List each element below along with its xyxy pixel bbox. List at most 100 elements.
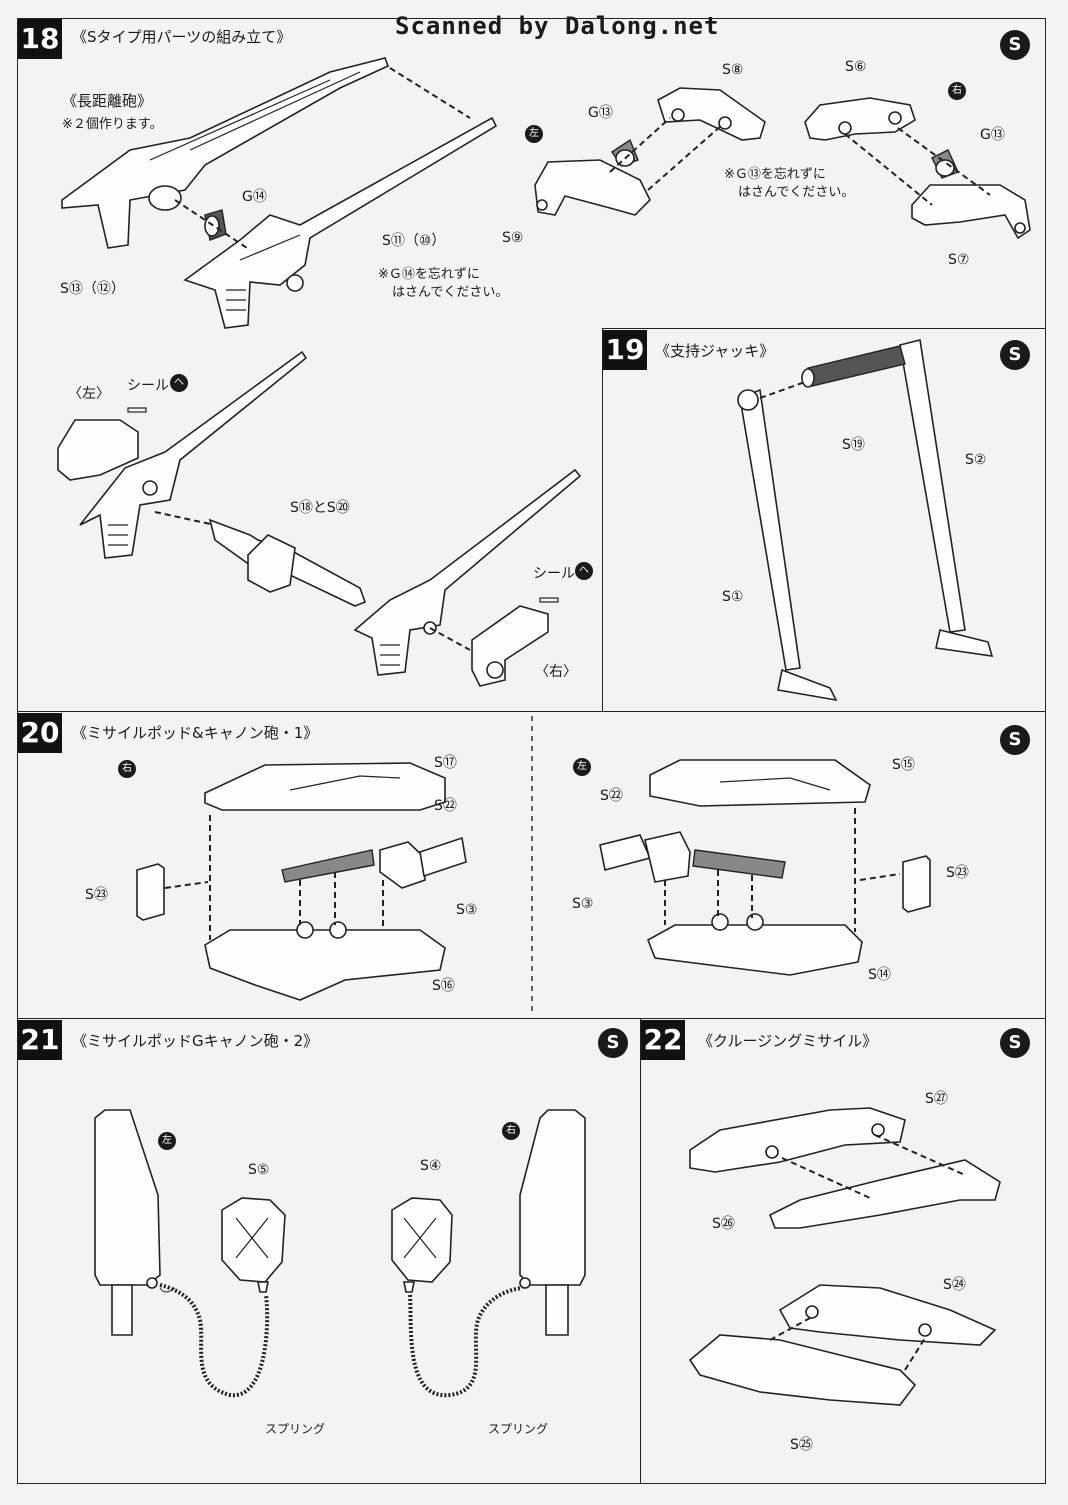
cannon-assembly-right: [353, 468, 582, 676]
s9-mount: [534, 159, 651, 216]
seal-mark-left: [127, 407, 147, 413]
label-left-paren: 〈左〉: [68, 386, 110, 402]
note-g13-line2: はさんでください。: [738, 185, 855, 200]
side-marker-left-21: 左: [158, 1132, 176, 1150]
label-s23-right: S㉓: [946, 865, 969, 881]
label-s7: S⑦: [948, 252, 970, 268]
s6-mount: [804, 97, 916, 141]
label-s3-right: S③: [572, 896, 594, 912]
label-s24: S㉔: [943, 1277, 966, 1293]
side-marker-right-21: 右: [502, 1122, 520, 1140]
s26-missile-half: [768, 1159, 1001, 1229]
right-cover-part: [471, 605, 549, 687]
step-title-22: 《クルージングミサイル》: [698, 1032, 878, 1050]
arrow-g14: [174, 199, 251, 251]
label-s27: S㉗: [925, 1091, 948, 1107]
s27-missile-half: [689, 1107, 906, 1173]
s-type-badge-19: S: [1000, 340, 1030, 370]
g14-clip: [204, 209, 227, 241]
seal-mark-badge-right: へ: [575, 562, 593, 580]
label-s4: S④: [420, 1158, 442, 1174]
label-s8: S⑧: [722, 62, 744, 78]
subtitle-long-range-cannon: 《長距離砲》: [62, 92, 153, 110]
arrow-s6-s7: [844, 127, 991, 206]
arrow-s20-right: [854, 808, 901, 932]
arrow-s20-right-pins: [664, 870, 753, 925]
spring-left: [159, 1283, 270, 1398]
arrow-right-cover: [429, 627, 471, 651]
label-s17: S⑰: [434, 755, 457, 771]
label-spring-right: スプリング: [488, 1422, 549, 1436]
label-s11-10: S⑪（⑩）: [382, 233, 446, 249]
label-s19: S⑲: [842, 437, 865, 453]
label-s16: S⑯: [432, 978, 455, 994]
spring-right: [408, 1286, 523, 1398]
s22-connector-left: [281, 849, 375, 883]
side-marker-left-18: 左: [525, 125, 543, 143]
step-title-18: 《Sタイプ用パーツの組み立て》: [72, 28, 292, 46]
label-right-paren: 〈右〉: [535, 664, 577, 680]
step-number-19: 19: [603, 330, 647, 370]
label-s23-left: S㉓: [85, 887, 108, 903]
arrow-s19: [759, 381, 806, 399]
note-make-two: ※２個作ります。: [62, 117, 163, 132]
cannon-assembly-left: [57, 350, 308, 559]
g13-clip-left: [611, 138, 639, 167]
s14-bottom-shell: [647, 913, 863, 976]
s5-pod: [221, 1197, 286, 1293]
step-number-22: 22: [641, 1020, 685, 1060]
left-launcher: [94, 1109, 161, 1336]
s15-top-shell: [649, 759, 871, 807]
step-number-21: 21: [18, 1020, 62, 1060]
s8-mount: [657, 87, 766, 141]
scan-credit: Scanned by Dalong.net: [395, 12, 720, 40]
step-title-19: 《支持ジャッキ》: [655, 342, 775, 360]
s16-bottom-shell: [204, 921, 446, 1001]
label-g13: G⑬: [588, 105, 613, 121]
label-s15: S⑮: [892, 757, 915, 773]
note-g14-line2: はさんでください。: [392, 285, 509, 300]
s17-top-shell: [204, 762, 446, 811]
arrow-s24-s25: [769, 1317, 926, 1371]
label-spring-left: スプリング: [265, 1422, 326, 1436]
s23-block-right: [902, 855, 931, 913]
s11-cannon-half: [183, 116, 498, 329]
s1-leg: [737, 388, 838, 702]
label-s25: S㉕: [790, 1437, 813, 1453]
right-launcher: [519, 1109, 586, 1336]
s7-mount: [911, 184, 1031, 240]
label-s14: S⑭: [868, 967, 891, 983]
label-g14: G⑭: [242, 189, 267, 205]
note-g14-line1: ※Ｇ⑭を忘れずに: [378, 267, 480, 282]
label-s18-s20: S⑱とS⑳: [290, 500, 350, 516]
s22-connector-right: [692, 849, 786, 879]
arrow-s20-left-pins: [299, 872, 384, 930]
panel-step-22: [640, 1018, 1046, 1484]
s3-pod-left: [379, 836, 467, 889]
s23-block-left: [136, 863, 165, 921]
label-s2: S②: [965, 452, 987, 468]
s-type-badge-22: S: [1000, 1028, 1030, 1058]
step-number-18: 18: [18, 19, 62, 59]
s13-cannon-half: [61, 57, 390, 249]
label-s1: S①: [722, 589, 744, 605]
label-s22-right: S㉒: [600, 788, 623, 804]
label-s22-left: S㉒: [434, 798, 457, 814]
step-title-21: 《ミサイルポッドGキャノン砲・2》: [72, 1032, 319, 1050]
label-s9: S⑨: [502, 230, 524, 246]
label-s6: S⑥: [845, 59, 867, 75]
step-title-20: 《ミサイルポッド&キャノン砲・1》: [72, 724, 319, 742]
s2-leg: [899, 339, 994, 657]
s-type-badge-21: S: [598, 1028, 628, 1058]
label-seal-left: シール: [127, 378, 169, 394]
s4-pod: [391, 1197, 453, 1293]
label-s5: S⑤: [248, 1162, 270, 1178]
side-marker-right-18: 右: [948, 82, 966, 100]
step-number-20: 20: [18, 713, 62, 753]
s19-cylinder: [801, 345, 906, 388]
note-g13-line1: ※Ｇ⑬を忘れずに: [724, 167, 826, 182]
s18-s20-barrel: [208, 518, 367, 607]
arrow-assembly-center: [154, 511, 216, 526]
